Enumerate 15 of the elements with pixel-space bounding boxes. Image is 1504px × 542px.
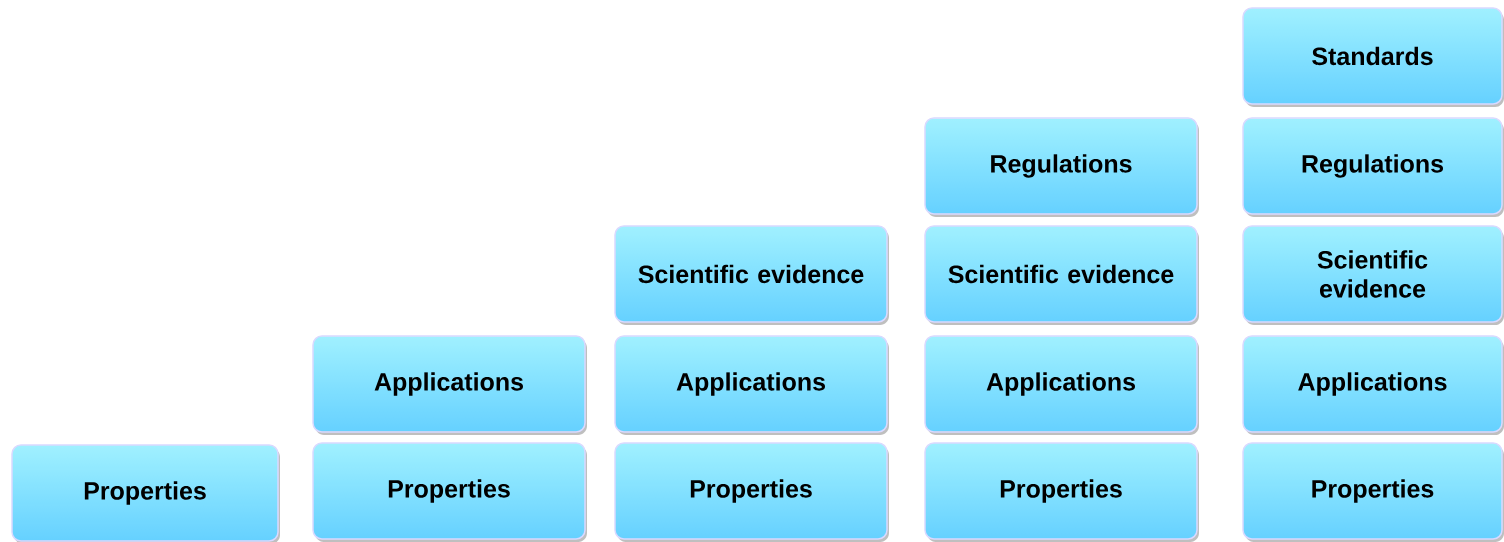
stacked-box: Properties <box>1242 442 1504 542</box>
stacked-box: Properties <box>924 442 1199 542</box>
stacked-box: Applications <box>614 335 889 435</box>
stacked-box: Standards <box>1242 7 1504 107</box>
stacked-box: Applications <box>1242 335 1504 435</box>
stacked-box: Regulations <box>924 117 1199 217</box>
stacked-box: Properties <box>11 444 280 542</box>
stacked-box: Regulations <box>1242 117 1504 217</box>
stacked-box: Scientific evidence <box>924 225 1199 325</box>
stacked-box: Properties <box>312 442 587 542</box>
stacked-box: Applications <box>924 335 1199 435</box>
stacked-box: Scientific evidence <box>614 225 889 325</box>
stacked-box: Applications <box>312 335 587 435</box>
stacked-box: Scientific evidence <box>1242 225 1504 325</box>
stacked-box: Properties <box>614 442 889 542</box>
